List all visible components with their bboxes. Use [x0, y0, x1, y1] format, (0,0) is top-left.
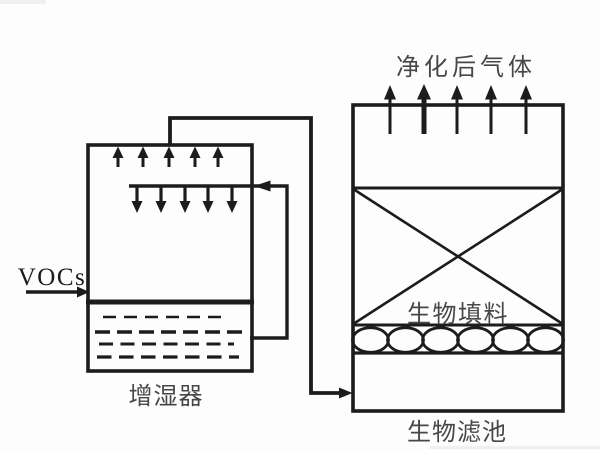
scan-artifact-top-left [0, 0, 46, 4]
gas-transfer-pipe [168, 116, 353, 399]
water-recirculation-pipe [129, 184, 289, 340]
humidifier-label: 增湿器 [129, 383, 204, 410]
humidifier-upflow-arrows [112, 146, 224, 167]
biofilter-label: 生物滤池 [407, 419, 507, 446]
biofilter-inlet-arrowhead [339, 387, 353, 399]
recirculation-arrowhead [254, 180, 271, 192]
spray-header [129, 180, 289, 340]
purified-gas-label: 净化后气体 [396, 54, 536, 81]
purified-gas-arrows [384, 84, 532, 134]
vocs-inlet-arrow [26, 286, 90, 298]
vocs-label: VOCs [18, 264, 87, 291]
humidifier-outline [86, 143, 254, 373]
packing-cross-section [353, 186, 563, 327]
packing-support-balls [351, 326, 565, 355]
biofilter-vessel [351, 84, 565, 413]
humidifier-water-dashes [95, 315, 244, 359]
humidifier-vessel [86, 143, 289, 373]
spray-down-arrows [131, 187, 238, 213]
scan-artifact-bottom-right [430, 446, 600, 449]
bio-packing-label: 生物填料 [407, 301, 509, 328]
